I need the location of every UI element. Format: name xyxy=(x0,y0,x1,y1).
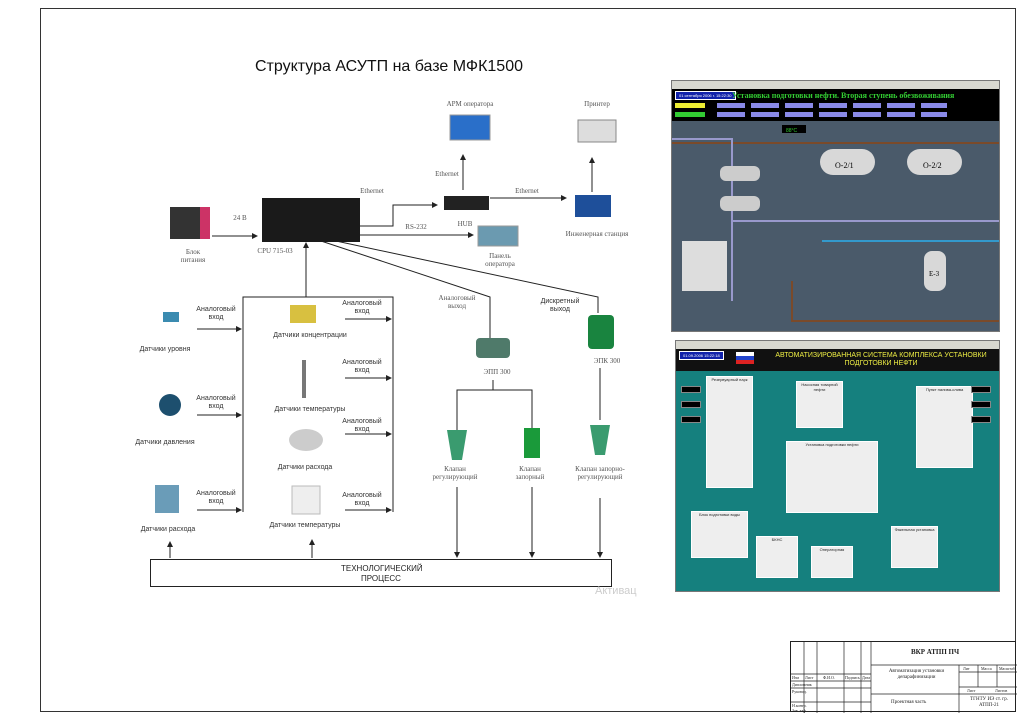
title-block: ВКР АТПП ПЧ Автоматизация установки депа… xyxy=(790,641,1017,713)
label-analog-output: Аналоговый выход xyxy=(438,294,476,310)
label-analog-input: Аналоговый вход xyxy=(342,300,382,315)
label-analog-input: Аналоговый вход xyxy=(342,359,382,374)
label-cpu: CPU 715-03 xyxy=(257,247,293,255)
cpu-do-line xyxy=(321,237,599,313)
flow-sensor-icon xyxy=(155,485,179,513)
label-epp: ЭПП 300 xyxy=(483,368,511,376)
label-shutoff-valve: Клапан запорный xyxy=(515,465,545,481)
cpu-ao-line xyxy=(317,239,491,338)
scada2-title: АВТОМАТИЗИРОВАННАЯ СИСТЕМА КОМПЛЕКСА УСТ… xyxy=(775,352,987,367)
label-rs232: RS-232 xyxy=(405,223,427,231)
scada2-date: 01.09.2006 15:22:18 xyxy=(679,351,724,360)
label-discrete-output: Дискретный выход xyxy=(540,298,580,313)
organization: ТГНТУ ИЭ ст. гр. АТПП-21 xyxy=(970,697,1008,708)
panel-water-treatment[interactable]: Блок подготовки воды xyxy=(691,511,748,558)
shutoff-valve-icon xyxy=(524,428,540,458)
temperature-probes-icon xyxy=(291,485,321,515)
label-pressure-sensors: Датчики давления xyxy=(135,439,195,446)
label-power-supply: Блок питания xyxy=(180,248,206,264)
label-flow-sensors: Датчики расхода xyxy=(277,464,333,471)
label-voltage: 24 В xyxy=(233,214,247,222)
label-ethernet: Ethernet xyxy=(360,187,384,195)
panel-flare[interactable]: Факельная установка xyxy=(891,526,938,568)
page-frame xyxy=(40,8,1016,712)
label-temperature-sensors: Датчики температуры xyxy=(274,406,346,413)
scada1-title: Установка подготовки нефти. Вторая ступе… xyxy=(732,91,955,100)
scada1-process-mimic: О-2/1 О-2/2 Е-3 88°C xyxy=(672,125,999,322)
toolbar xyxy=(676,341,999,349)
hub-icon xyxy=(444,196,489,210)
printer-icon xyxy=(577,119,617,143)
label-level-sensors: Датчики уровня xyxy=(139,346,191,353)
label-operator-ws: АРМ оператора xyxy=(446,100,494,108)
label-analog-input: Аналоговый вход xyxy=(196,395,236,410)
panel-control-room[interactable]: Операторная xyxy=(811,546,853,578)
control-valve-icon xyxy=(447,430,467,460)
title-block-grid xyxy=(791,642,1017,713)
section-name: Проектная часть xyxy=(891,700,927,705)
vessel-o22: О-2/2 xyxy=(923,161,942,170)
label-hub: HUB xyxy=(457,220,473,228)
label-analog-input: Аналоговый вход xyxy=(342,492,382,507)
label-control-valve: Клапан регулирующий xyxy=(432,465,478,481)
pressure-sensor-icon xyxy=(159,394,181,416)
flow-meter-icon xyxy=(289,429,323,451)
panel-bkns[interactable]: БКНС xyxy=(756,536,798,578)
temperature-sensor-icon xyxy=(302,360,306,398)
toolbar xyxy=(672,81,999,89)
label-analog-input: Аналоговый вход xyxy=(342,418,382,433)
label-engineering-station: Инженерная станция xyxy=(565,230,629,238)
label-analog-input: Аналоговый вход xyxy=(196,306,236,321)
label-ethernet: Ethernet xyxy=(435,170,459,178)
label-combo-valve: Клапан запорно-регулирующий xyxy=(575,465,625,481)
process-box: ТЕХНОЛОГИЧЕСКИЙ ПРОЦЕСС xyxy=(150,559,612,587)
level-sensor-icon xyxy=(163,312,179,322)
cpu-rack-icon xyxy=(262,198,360,242)
panel-oil-treatment[interactable]: Установка подготовки нефти xyxy=(786,441,878,513)
label-flow-sensors: Датчики расхода xyxy=(140,526,196,533)
panel-pump-station[interactable]: Насосная товарной нефти xyxy=(796,381,843,428)
label-temperature-sensors: Датчики температуры xyxy=(269,522,341,529)
cpu-hub-line xyxy=(360,202,438,227)
watermark: Активац xyxy=(595,585,637,597)
label-epk: ЭПК 300 xyxy=(593,357,621,365)
scada-screenshot-complex: 01.09.2006 15:22:18 АВТОМАТИЗИРОВАННАЯ С… xyxy=(675,340,1000,592)
label-printer: Принтер xyxy=(584,100,610,108)
computer-icon xyxy=(575,195,611,217)
label-concentration-sensors: Датчики концентрации xyxy=(273,332,347,339)
scada1-date: 01 сентября 2006 г. 15:22:30 xyxy=(675,91,736,100)
epk-icon xyxy=(588,315,614,349)
scada1-header: 01 сентября 2006 г. 15:22:30 Установка п… xyxy=(672,89,999,121)
panel-loading-point[interactable]: Пункт налива-слива xyxy=(916,386,973,468)
epp-icon xyxy=(476,338,510,358)
concentration-sensor-icon xyxy=(290,305,316,323)
monitor-icon xyxy=(449,114,491,141)
scada2-header: 01.09.2006 15:22:18 АВТОМАТИЗИРОВАННАЯ С… xyxy=(676,349,999,371)
tank-e3: Е-3 xyxy=(929,270,940,278)
label-analog-input: Аналоговый вход xyxy=(196,490,236,505)
label-operator-panel: Панель оператора xyxy=(485,252,515,268)
combo-valve-icon xyxy=(590,425,610,455)
vessel-o21: О-2/1 xyxy=(835,161,854,170)
panel-tank-farm[interactable]: Резервуарный парк xyxy=(706,376,753,488)
project-topic: Автоматизация установки депарафинизации xyxy=(888,669,945,680)
bus-left xyxy=(242,296,394,512)
scada-screenshot-dehydration: 01 сентября 2006 г. 15:22:30 Установка п… xyxy=(671,80,1000,332)
flag-icon xyxy=(736,352,754,364)
panel-icon xyxy=(477,225,519,247)
page-title: Структура АСУТП на базе МФК1500 xyxy=(255,58,523,75)
label-ethernet: Ethernet xyxy=(515,187,539,195)
temp-readout: 88°C xyxy=(786,128,798,134)
project-code: ВКР АТПП ПЧ xyxy=(911,648,960,656)
process-label: ТЕХНОЛОГИЧЕСКИЙ ПРОЦЕСС xyxy=(341,564,423,583)
